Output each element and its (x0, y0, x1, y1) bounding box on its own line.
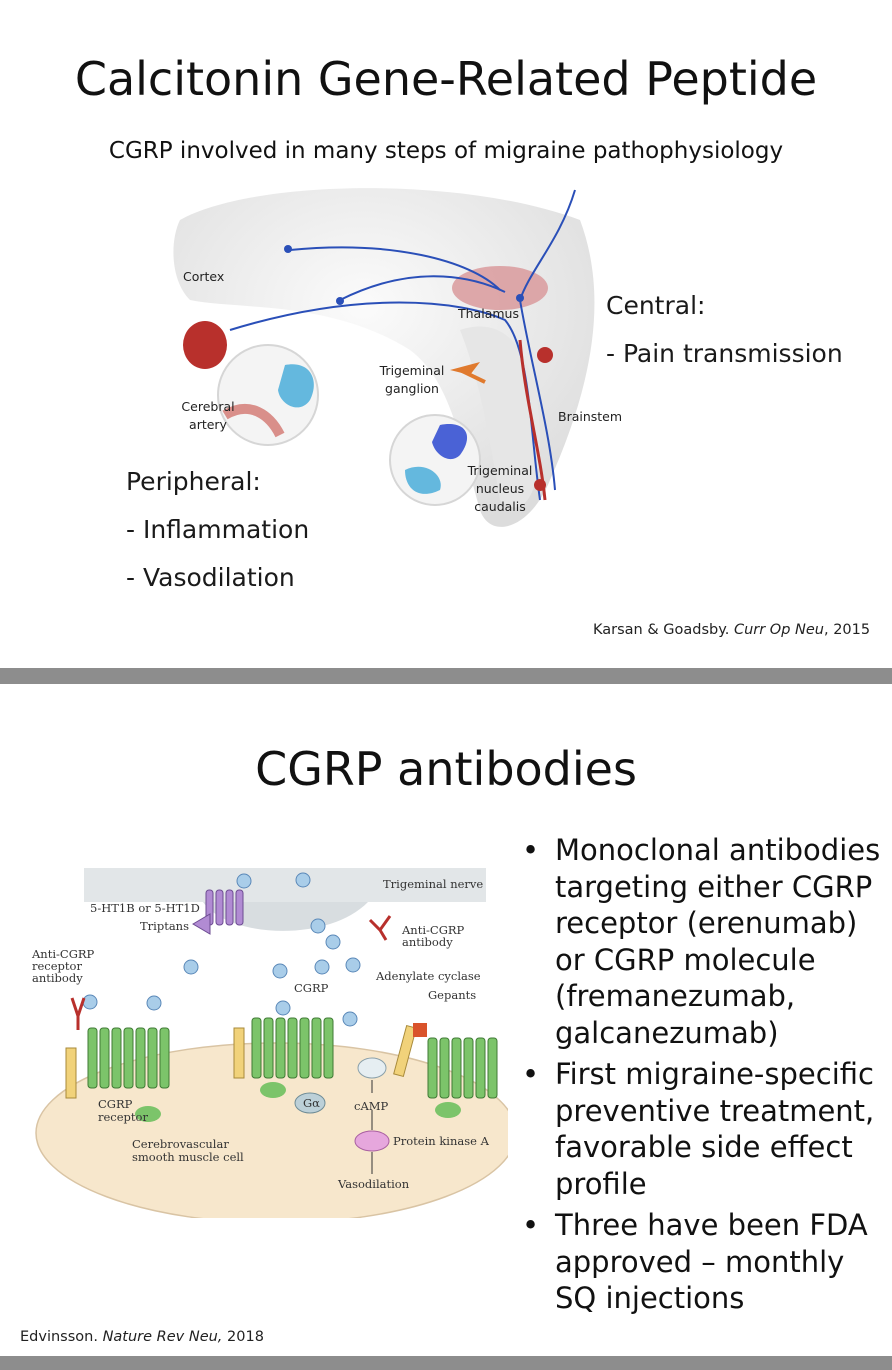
citation-journal: Curr Op Neu (733, 622, 824, 638)
label-g-alpha: Gα (303, 1096, 320, 1110)
label-cortex: Cortex (183, 269, 225, 284)
bullet-dot-icon: • (522, 833, 540, 867)
citation-slide1: Karsan & Goadsby. Curr Op Neu, 2015 (593, 622, 870, 638)
nerve-terminal-bulge (203, 902, 368, 931)
label-cerebral-artery-line1: Cerebral (181, 399, 235, 414)
receptor-complex-right (393, 1023, 498, 1118)
label-anti-receptor-line2: receptor (32, 959, 82, 973)
receptor-complex-middle (233, 1017, 387, 1114)
label-anti-receptor-line1: Anti-CGRP (31, 947, 95, 961)
bullet-item: • Monoclonal antibodies targeting either … (518, 832, 886, 1051)
label-trigeminal-ganglion-line2: ganglion (385, 381, 439, 396)
bullet-text: Monoclonal antibodies targeting either C… (555, 833, 881, 1050)
label-tnc-line1: Trigeminal (467, 463, 533, 478)
slide-cgrp-antibodies: CGRP antibodies (0, 684, 892, 1356)
cerebral-artery-vessel (183, 321, 227, 369)
bullet-text: Three have been FDA approved – monthly S… (555, 1208, 868, 1315)
label-cell-line1: Cerebrovascular (132, 1137, 229, 1151)
citation-author: Edvinsson. (20, 1329, 103, 1345)
label-cgrp-receptor-line1: CGRP (98, 1097, 133, 1111)
label-vasodilation: Vasodilation (337, 1177, 410, 1191)
peripheral-item: - Inflammation (126, 515, 310, 544)
neuron-terminal (516, 294, 524, 302)
slide-cgrp-overview: Calcitonin Gene-Related Peptide CGRP inv… (0, 0, 892, 668)
slide-title: CGRP antibodies (255, 742, 637, 796)
label-cgrp-receptor-line2: receptor (98, 1110, 148, 1124)
thalamus-shape (452, 266, 548, 310)
label-camp: cAMP (354, 1099, 389, 1113)
neuron-terminal (284, 245, 292, 253)
postsynaptic-terminal (405, 466, 441, 494)
trigeminal-nerve-band (84, 868, 486, 902)
label-trigeminal-ganglion: Trigeminal ganglion (372, 362, 452, 398)
label-tnc-line3: caudalis (474, 499, 526, 514)
cgrp-receptor-diagram: Trigeminal nerve 5-HT1B or 5-HT1D Tripta… (31, 868, 508, 1218)
artery-node (534, 479, 546, 491)
bullet-dot-icon: • (522, 1057, 540, 1091)
slide-title: Calcitonin Gene-Related Peptide (74, 52, 818, 106)
label-trigeminal-ganglion-line1: Trigeminal (379, 363, 445, 378)
label-anti-cgrp-antibody-line2: antibody (402, 935, 453, 949)
presynaptic-terminal (432, 424, 468, 460)
bullet-item: • First migraine-specific preventive trea… (518, 1056, 886, 1202)
anti-cgrp-antibody-shape (368, 915, 392, 941)
citation-slide2: Edvinsson. Nature Rev Neu, 2018 (20, 1329, 264, 1345)
neuron-pathway-2 (339, 275, 506, 301)
central-item: - Pain transmission (606, 339, 843, 368)
artery-node (537, 347, 553, 363)
citation-journal: Nature Rev Neu, (102, 1329, 223, 1345)
neuron-terminal (336, 297, 344, 305)
label-anti-cgrp-antibody-line1: Anti-CGRP (401, 923, 465, 937)
bullet-text: First migraine-specific preventive treat… (555, 1057, 875, 1201)
triptan-receptor (192, 889, 244, 935)
label-adenylate-cyclase: Adenylate cyclase (375, 969, 481, 983)
citation-year: , 2015 (823, 622, 871, 638)
bullet-item: • Three have been FDA approved – monthly … (518, 1207, 886, 1317)
citation-year: 2018 (222, 1329, 264, 1345)
peripheral-heading: Peripheral: (126, 467, 261, 496)
central-heading: Central: (606, 291, 706, 320)
label-trigeminal-nerve: Trigeminal nerve (383, 877, 483, 891)
bullet-list: • Monoclonal antibodies targeting either … (518, 832, 886, 1317)
label-gepants: Gepants (428, 988, 476, 1002)
label-anti-receptor-line3: antibody (32, 971, 83, 985)
bullet-list-container: • Monoclonal antibodies targeting either … (518, 832, 886, 1322)
receptor-complex-left (65, 1027, 170, 1122)
label-cell-line2: smooth muscle cell (132, 1150, 244, 1164)
label-protein-kinase-a: Protein kinase A (393, 1134, 490, 1148)
peripheral-item: - Vasodilation (126, 563, 295, 592)
label-cerebral-artery: Cerebral artery (168, 398, 248, 434)
label-tnc-line2: nucleus (475, 481, 525, 496)
label-ht-receptor: 5-HT1B or 5-HT1D (90, 901, 200, 915)
vessel-wall (222, 404, 285, 438)
protein-kinase-a-shape (354, 1130, 390, 1152)
label-cerebral-artery-line2: artery (189, 417, 227, 432)
citation-authors: Karsan & Goadsby. (593, 622, 734, 638)
label-thalamus: Thalamus (458, 306, 519, 321)
migraine-pathway-illustration (173, 188, 595, 527)
label-triptans: Triptans (140, 919, 189, 933)
bullet-dot-icon: • (522, 1208, 540, 1242)
brainstem-shape (460, 326, 540, 508)
label-brainstem: Brainstem (558, 409, 623, 424)
trigeminal-ganglion-shape (450, 362, 486, 384)
nerve-terminal-cyan (278, 364, 314, 408)
neuron-pathway-1 (289, 246, 501, 291)
anti-receptor-antibody-shape (70, 997, 86, 1030)
label-trigeminal-nucleus-caudalis: Trigeminal nucleus caudalis (460, 462, 540, 516)
slide-subtitle: CGRP involved in many steps of migraine … (108, 138, 784, 164)
cgrp-molecules (82, 872, 361, 1027)
label-cgrp: CGRP (294, 981, 329, 995)
